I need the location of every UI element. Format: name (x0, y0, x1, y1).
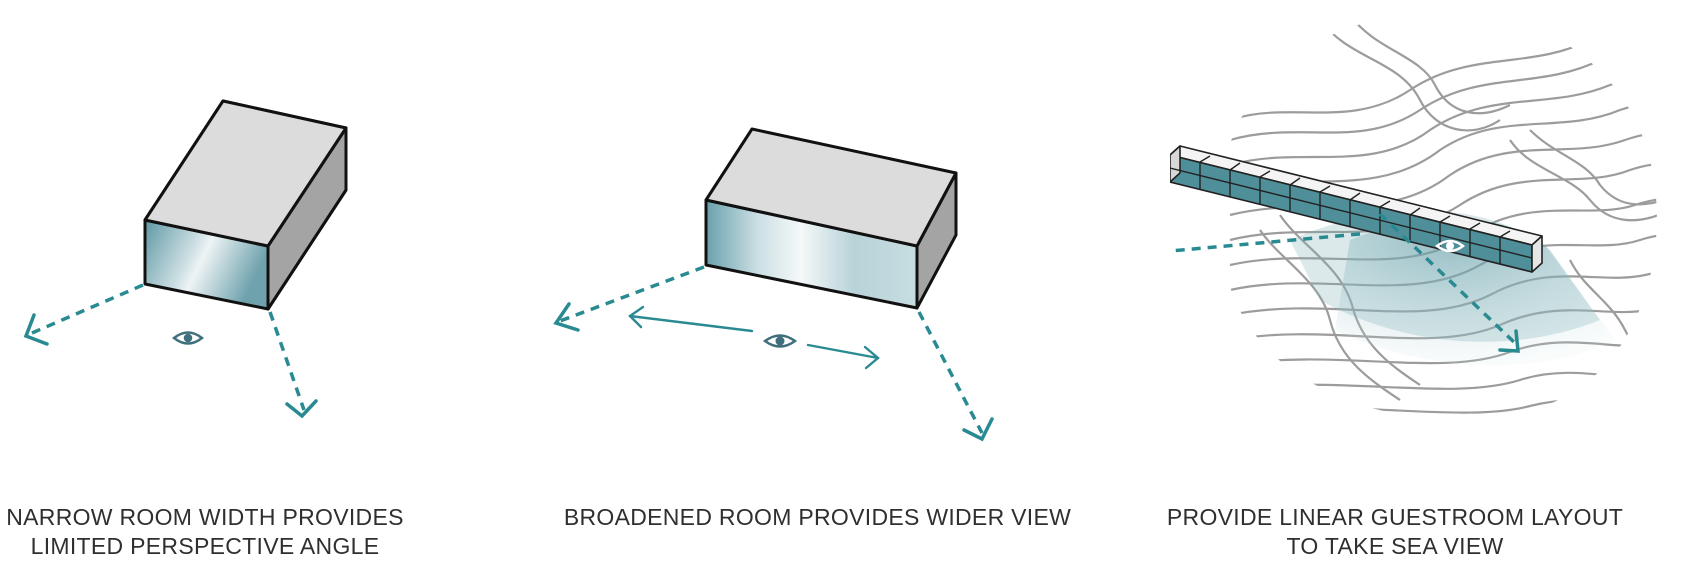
caption-line-1: NARROW ROOM WIDTH PROVIDES (6, 504, 404, 530)
caption-line-2: TO TAKE SEA VIEW (1286, 533, 1504, 559)
right-view-line (917, 311, 984, 434)
panel-narrow-room: NARROW ROOM WIDTH PROVIDES LIMITED PERSP… (0, 0, 420, 567)
arrow-head-icon (1498, 329, 1520, 353)
caption-linear-layout: PROVIDE LINEAR GUESTROOM LAYOUT TO TAKE … (1130, 503, 1660, 561)
site-plan-diagram (1170, 14, 1657, 414)
broadened-room-box (704, 127, 958, 310)
caption-line-1: PROVIDE LINEAR GUESTROOM LAYOUT (1166, 504, 1624, 530)
caption-line-1: BROADENED ROOM PROVIDES WIDER VIEW (563, 504, 1072, 530)
left-view-line (31, 283, 144, 335)
left-view-line (1170, 232, 1361, 253)
eye-icon (172, 331, 204, 345)
wide-view-arrows (628, 305, 880, 370)
guestroom-modules (1170, 155, 1533, 264)
panel-linear-layout: PROVIDE LINEAR GUESTROOM LAYOUT TO TAKE … (1167, 0, 1700, 567)
arrow-head-icon (553, 302, 580, 332)
view-lines (31, 283, 306, 411)
narrow-room-diagram (23, 99, 348, 419)
panel-broadened-room: BROADENED ROOM PROVIDES WIDER VIEW (540, 0, 1100, 567)
eye-icon (762, 334, 798, 348)
narrow-room-box (143, 99, 348, 311)
left-view-line (559, 265, 705, 323)
right-view-line (268, 311, 306, 411)
broadened-room-diagram (553, 127, 994, 442)
sea-view-cone (1335, 218, 1615, 366)
caption-broadened-room: BROADENED ROOM PROVIDES WIDER VIEW (540, 503, 1095, 532)
caption-line-2: LIMITED PERSPECTIVE ANGLE (30, 533, 380, 559)
view-lines (1170, 212, 1517, 345)
box-top-face (704, 127, 958, 248)
arrow-head-icon (285, 399, 318, 419)
caption-narrow-room: NARROW ROOM WIDTH PROVIDES LIMITED PERSP… (0, 503, 410, 561)
arrow-head-icon (962, 417, 994, 442)
arrow-head-icon (23, 313, 49, 346)
eye-icon (1435, 239, 1465, 253)
view-lines (559, 265, 984, 434)
